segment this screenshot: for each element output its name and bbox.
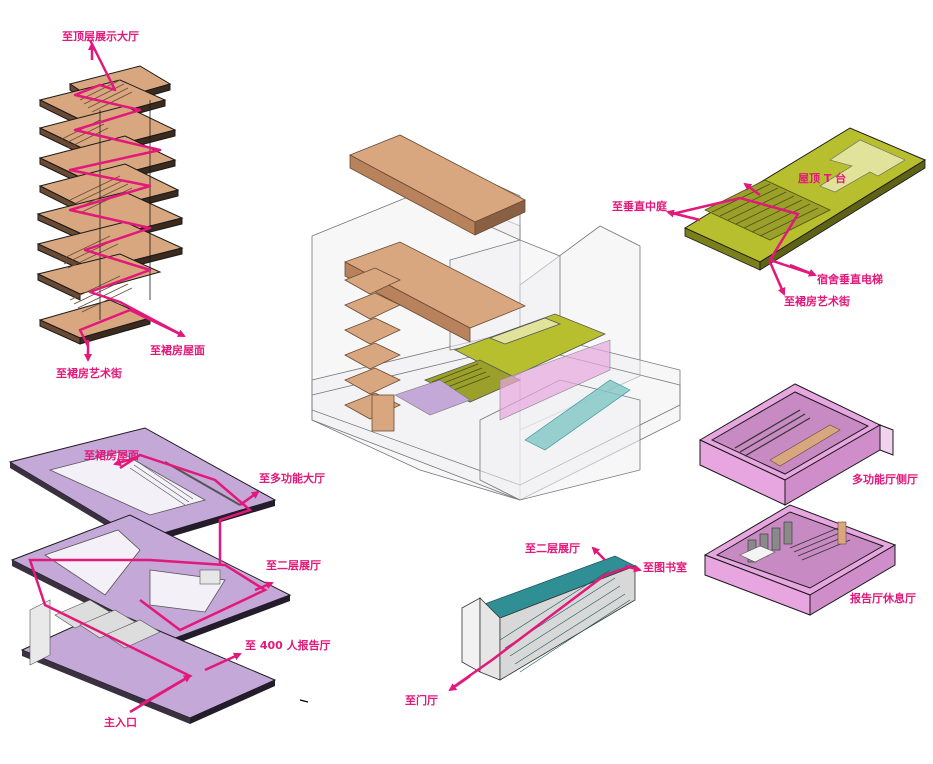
stair-tower (36, 39, 186, 362)
podium-multi-arrow (239, 490, 260, 507)
main-building-axonometric (311, 134, 681, 501)
label-podium-roof: 至裙房屋面 (84, 449, 139, 462)
podium-second-arrow (254, 581, 274, 592)
label-vertical-atrium: 至垂直中庭 (612, 200, 667, 213)
t-shape (819, 139, 906, 193)
tower-floor-slabs (36, 65, 184, 345)
label-lecture-lounge: 报告厅休息厅 (850, 592, 916, 605)
hall-boxes (698, 383, 897, 616)
label-main-entrance: 主入口 (104, 716, 137, 729)
wood-upper-bar (349, 134, 526, 236)
podium-roof-arrow (113, 456, 136, 467)
tower-roof-arrow (159, 322, 186, 338)
roof-atrium-arrow (666, 209, 701, 222)
label-tower-roof: 至裙房屋面 (150, 344, 205, 357)
label-tower-street: 至裙房艺术街 (56, 367, 122, 380)
roof-circulation-route (671, 196, 813, 276)
lecture-hall-lounge (703, 504, 897, 616)
ramp-circulation-route (451, 564, 633, 690)
tower-columns (99, 100, 151, 320)
teal-ramp (448, 546, 642, 692)
label-multi-side: 多功能厅侧厅 (852, 473, 918, 486)
wood-inner-tower (344, 267, 401, 432)
multi-function-side-hall (698, 383, 894, 506)
roof-t-platform (666, 127, 927, 296)
label-second-hall: 至二层展厅 (266, 559, 321, 572)
pink-inner-volume (499, 339, 611, 421)
label-lecture-hall: 至 400 人报告厅 (245, 639, 331, 652)
label-library: 至图书室 (643, 561, 687, 574)
ramp-library-arrow (624, 564, 642, 573)
label-tower-top: 至顶层展示大厅 (62, 30, 139, 43)
teal-inner-ramp (524, 379, 631, 451)
podium-upper-route (119, 453, 253, 565)
roof-street-arrow (768, 261, 786, 296)
podium-lecture-arrow (204, 652, 242, 672)
podium-circulation-route (28, 558, 268, 714)
label-ramp-second: 至二层展厅 (525, 542, 580, 555)
podium-entrance-arrow (139, 674, 192, 707)
label-gate-hall: 至门厅 (405, 694, 438, 707)
stray-mark (299, 699, 309, 703)
tower-stair-flights (59, 79, 133, 313)
label-podium-street: 至裙房艺术街 (784, 295, 850, 308)
podium-levels (8, 427, 292, 724)
label-roof-t: 屋顶 T 台 (798, 172, 847, 185)
label-dorm-elevator: 宿舍垂直电梯 (817, 273, 883, 286)
ramp-second-arrow (591, 546, 606, 561)
roof-elevator-arrow (789, 263, 817, 277)
ramp-gate-arrow (448, 674, 471, 692)
lilac-inner-floor (394, 379, 471, 416)
podium-ground-level (20, 599, 277, 724)
label-multi-hall: 至多功能大厅 (259, 472, 325, 485)
roof-up-arrow (743, 182, 761, 197)
